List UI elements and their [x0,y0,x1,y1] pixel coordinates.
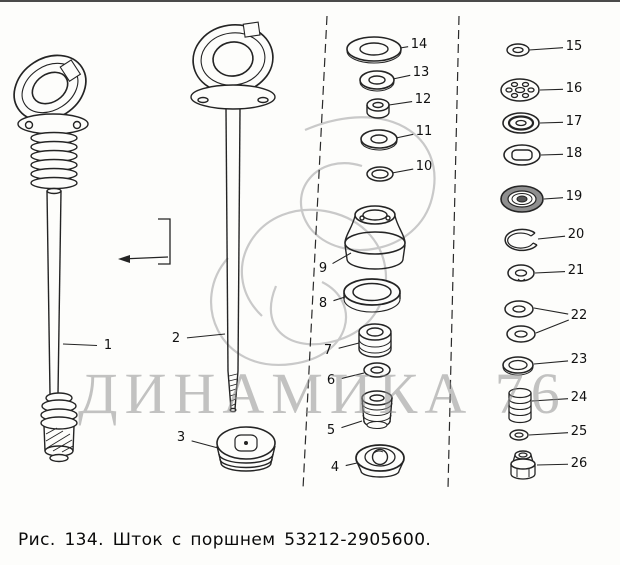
right-column-parts-drawing [500,43,544,480]
dashed-separators [302,15,460,490]
watermark-loops [210,116,436,367]
assembly-bracket-arrow [118,218,171,265]
leader-lines [62,46,569,467]
rod-assembly-1-drawing [13,54,89,463]
rod-2-drawing [190,21,276,413]
piston-3-drawing [216,426,276,472]
middle-column-parts-drawing [343,36,406,478]
figure-caption: Рис. 134. Шток с поршнем 53212-2905600. [18,530,432,550]
